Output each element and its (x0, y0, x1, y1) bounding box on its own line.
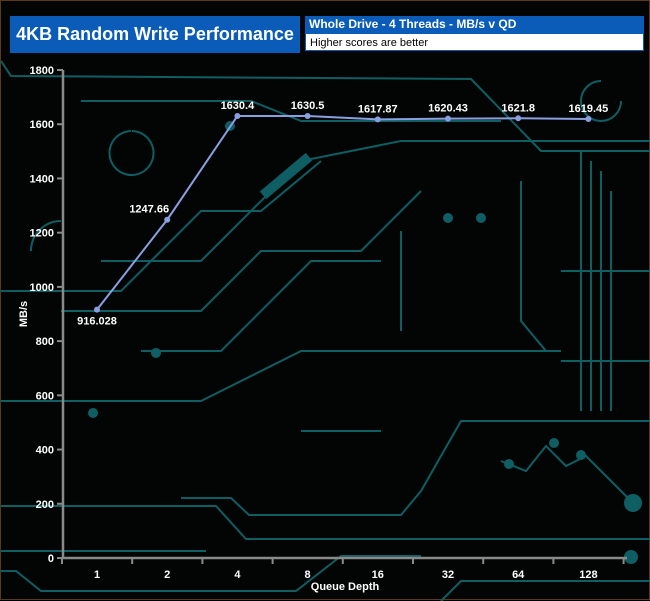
data-point (585, 115, 592, 122)
data-label: 1630.5 (291, 100, 325, 112)
data-point (515, 115, 522, 122)
y-tick-label: 1000 (30, 282, 54, 294)
data-label: 1630.4 (221, 100, 256, 112)
x-tick-label: 32 (442, 569, 454, 581)
y-tick-label: 800 (36, 336, 54, 348)
x-tick-label: 1 (94, 569, 100, 581)
y-tick-label: 200 (36, 499, 54, 511)
legend-series: Whole Drive - 4 Threads - MB/s v QD (305, 16, 644, 33)
data-label: 1620.43 (428, 103, 468, 115)
data-label: 1621.8 (501, 102, 535, 114)
data-label: 1247.66 (129, 204, 169, 216)
data-point (445, 115, 451, 122)
x-tick-label: 4 (234, 569, 241, 581)
y-tick-label: 0 (48, 553, 54, 565)
data-point (94, 306, 100, 313)
y-tick-label: 1600 (30, 119, 54, 131)
y-tick-label: 1400 (30, 173, 54, 185)
data-point (164, 216, 171, 223)
y-axis-ticks: 0 200 400 600 800 1000 1200 1400 1600 1800 (30, 65, 63, 565)
x-tick-label: 8 (305, 569, 311, 581)
chart-note: Higher scores are better (305, 33, 644, 51)
circuit-background (1, 60, 650, 601)
y-tick-label: 600 (36, 390, 54, 402)
data-point (304, 112, 311, 119)
x-axis-label: Queue Depth (311, 581, 380, 593)
x-tick-label: 64 (512, 569, 525, 581)
x-tick-label: 16 (372, 569, 384, 581)
data-label: 1617.87 (358, 103, 398, 115)
y-tick-label: 400 (36, 445, 54, 457)
circuit-dots (88, 121, 642, 564)
x-tick-label: 2 (164, 569, 170, 581)
x-axis-ticks: 1 2 4 8 16 32 64 128 (61, 558, 625, 581)
series-line (96, 114, 589, 311)
series-line-group: 916.028 1247.66 1630.4 1630.5 1617.87 1620.43… (77, 100, 608, 328)
chart-title: 4KB Random Write Performance (10, 16, 300, 53)
y-tick-label: 1200 (30, 228, 54, 240)
x-tick-label: 128 (579, 569, 597, 581)
data-point (234, 112, 241, 119)
y-tick-label: 1800 (30, 65, 54, 77)
data-label: 916.028 (77, 316, 117, 328)
axes (61, 70, 627, 560)
data-label: 1619.45 (569, 103, 609, 115)
y-axis-label: MB/s (18, 301, 30, 327)
data-point (374, 116, 381, 123)
